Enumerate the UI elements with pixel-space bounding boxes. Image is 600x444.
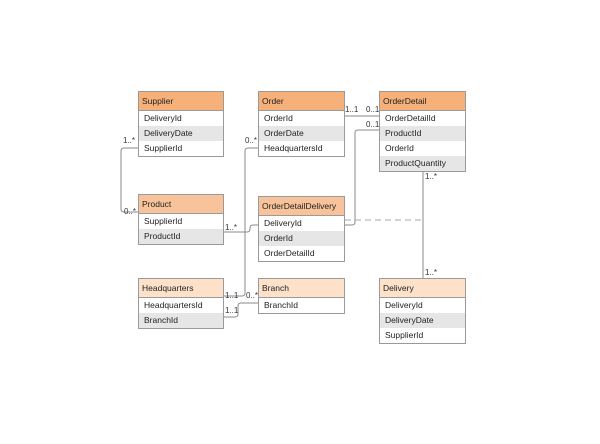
entity-orderdetaildelivery[interactable]: OrderDetailDelivery DeliveryId OrderId O… [258,196,345,262]
field-row: DeliveryId [264,218,302,228]
multiplicity-label: 1..1 [225,306,239,315]
entity-branch-title: Branch [259,279,344,298]
field-row: SupplierId [144,143,183,153]
link-order-headquarters [223,147,258,297]
entity-supplier[interactable]: Supplier DeliveryId DeliveryDate Supplie… [138,91,224,157]
entity-orderdetail-title: OrderDetail [380,92,465,111]
entity-branch[interactable]: Branch BranchId [258,278,345,314]
field-row: HeadquartersId [264,143,323,153]
entity-orderdetaildelivery-title: OrderDetailDelivery [259,197,344,216]
field-row: DeliveryDate [139,126,223,141]
multiplicity-label: 0..* [245,136,258,145]
multiplicity-label: 1..* [425,268,438,277]
field-row: HeadquartersId [144,300,203,310]
field-row: SupplierId [144,216,183,226]
multiplicity-label: 0..* [246,291,259,300]
multiplicity-label: 1..* [225,223,238,232]
field-row: ProductQuantity [380,156,465,171]
entity-order-title: Order [259,92,344,111]
field-row: ProductId [380,126,465,141]
field-row: OrderId [259,231,344,246]
entity-product-title: Product [139,195,223,214]
multiplicity-label: 1..* [123,136,136,145]
field-row: SupplierId [385,330,424,340]
field-row: BranchId [264,300,299,310]
field-row: ProductId [139,229,223,244]
entity-delivery-title: Delivery [380,279,465,298]
field-row: OrderDate [259,126,344,141]
field-row: OrderDetailId [385,113,436,123]
entity-order[interactable]: Order OrderId OrderDate HeadquartersId [258,91,345,157]
link-headquarters-branch [223,302,258,318]
multiplicity-label: 0..1 [366,105,380,114]
multiplicity-label: 0..1 [366,120,380,129]
field-row: DeliveryDate [380,313,465,328]
field-row: OrderId [264,113,293,123]
link-supplier-product [120,147,138,213]
field-row: DeliveryId [144,113,182,123]
entity-delivery[interactable]: Delivery DeliveryId DeliveryDate Supplie… [379,278,466,344]
multiplicity-label: 1..1 [225,291,239,300]
entity-supplier-title: Supplier [139,92,223,111]
field-row: OrderDetailId [264,248,315,258]
field-row: DeliveryId [385,300,423,310]
multiplicity-label: 1..* [425,172,438,181]
entity-headquarters-title: Headquarters [139,279,223,298]
field-row: OrderId [385,143,414,153]
entity-headquarters[interactable]: Headquarters HeadquartersId BranchId [138,278,224,329]
entity-orderdetail[interactable]: OrderDetail OrderDetailId ProductId Orde… [379,91,466,172]
multiplicity-label: 1..1 [345,105,359,114]
multiplicity-label: 0..* [124,207,137,216]
field-row: BranchId [139,313,223,328]
entity-product[interactable]: Product SupplierId ProductId [138,194,224,245]
